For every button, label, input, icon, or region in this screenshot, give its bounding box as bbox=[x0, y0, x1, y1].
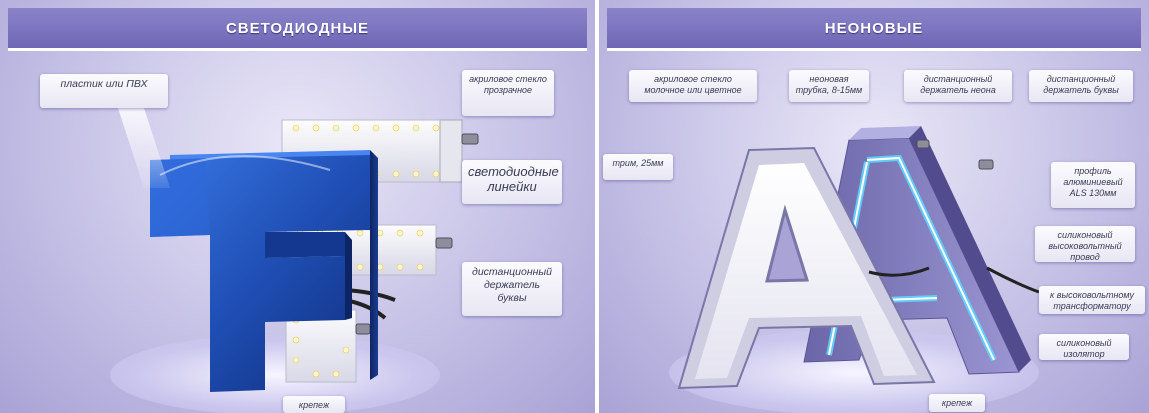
label-led-lines: светодиодные линейки bbox=[462, 160, 562, 204]
label-plastic: пластик или ПВХ bbox=[40, 74, 168, 108]
label-letter-holder-neon: дистанционный держатель буквы bbox=[1029, 70, 1133, 102]
label-acrylic-clear: акриловое стекло прозрачное bbox=[462, 70, 554, 116]
label-silicone-insulator: силиконовый изолятор bbox=[1039, 334, 1129, 360]
label-acrylic-milky: акриловое стекло молочное или цветное bbox=[629, 70, 757, 102]
letter-f-illustration bbox=[150, 119, 479, 392]
led-panel-title: СВЕТОДИОДНЫЕ bbox=[8, 8, 587, 51]
label-trim: трим, 25мм bbox=[603, 154, 673, 180]
label-mount-left: крепеж bbox=[283, 396, 345, 413]
hv-wire bbox=[986, 266, 1040, 294]
label-letter-holder: дистанционный держатель буквы bbox=[462, 262, 562, 316]
label-neon-holder: дистанционный держатель неона bbox=[904, 70, 1012, 102]
spacer-bolts bbox=[355, 133, 479, 335]
floor-ellipse bbox=[110, 335, 440, 413]
label-aluminum-profile: профиль алюминиевый ALS 130мм bbox=[1051, 162, 1135, 208]
label-neon-tube: неоновая трубка, 8-15мм bbox=[789, 70, 869, 102]
label-transformer: к высоковольтному трансформатору bbox=[1039, 286, 1145, 314]
panel-divider bbox=[595, 0, 599, 413]
label-silicone-wire: силиконовый высоковольтный провод bbox=[1035, 226, 1135, 262]
spacer-bolts bbox=[916, 139, 994, 170]
label-mount-right: крепеж bbox=[929, 394, 985, 412]
neon-letters-panel: НЕОНОВЫЕ bbox=[599, 0, 1149, 413]
neon-panel-title: НЕОНОВЫЕ bbox=[607, 8, 1141, 51]
letter-a-illustration bbox=[677, 126, 1040, 390]
led-letters-panel: СВЕТОДИОДНЫЕ bbox=[0, 0, 595, 413]
